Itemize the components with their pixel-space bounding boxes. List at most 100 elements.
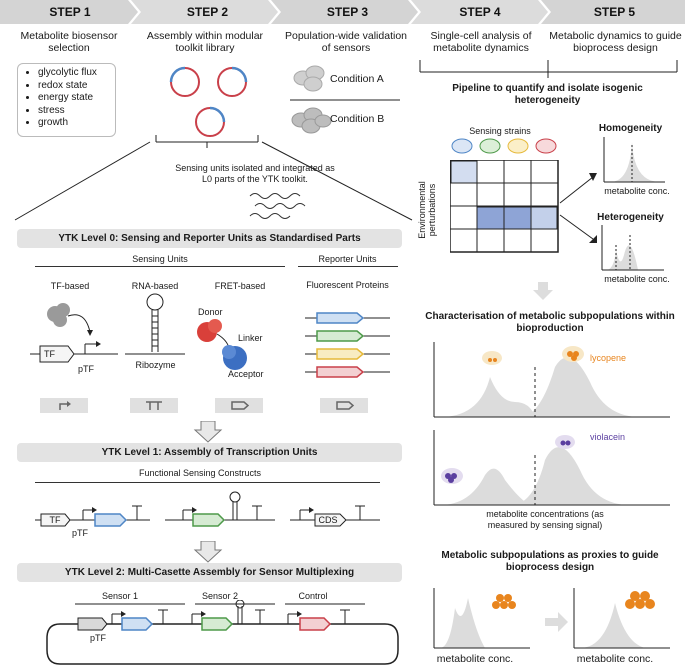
level1-title: YTK Level 1: Assembly of Transcription U… bbox=[17, 443, 402, 462]
sensing-strains-label: Sensing strains bbox=[469, 126, 531, 136]
ribozyme-label: Ribozyme bbox=[135, 360, 176, 370]
donor-label: Donor bbox=[198, 307, 223, 317]
cell-cluster-icon bbox=[291, 107, 332, 134]
control-cassette bbox=[287, 609, 350, 631]
plasmid-icon bbox=[195, 106, 226, 137]
perturbation-grid bbox=[450, 160, 559, 253]
reporter-parts-graphic bbox=[305, 312, 390, 378]
green-reporter-part bbox=[305, 330, 390, 342]
step-3-title: Population-wide validation of sensors bbox=[285, 30, 407, 54]
metabolite-concentrations-axis-label: metabolite concentrations (as measured b… bbox=[486, 509, 604, 530]
proxies-histograms bbox=[433, 588, 670, 649]
reporter-units-header: Reporter Units bbox=[318, 254, 377, 264]
high-violacein-cell-icon bbox=[441, 468, 463, 484]
biosensor-list-box: glycolytic flux redox state energy state… bbox=[17, 63, 116, 137]
step-4-title: Single-cell analysis of metabolite dynam… bbox=[430, 30, 532, 54]
construct-cds bbox=[290, 505, 380, 527]
lycopene-distribution bbox=[433, 342, 670, 418]
sensing-units-header: Sensing Units bbox=[132, 254, 188, 264]
env-perturbations-label: Environmental perturbations bbox=[417, 181, 437, 239]
plasmid-icons bbox=[169, 66, 248, 137]
construct-rna bbox=[165, 491, 275, 527]
funnel-lines bbox=[14, 135, 413, 221]
step-2-label: STEP 2 bbox=[186, 5, 229, 19]
fret-based-label: FRET-based bbox=[214, 281, 266, 291]
high-lycopene-cell-icon bbox=[562, 346, 584, 362]
cell-cluster-icon bbox=[625, 591, 655, 609]
grid-arrows bbox=[559, 173, 597, 243]
protein-icon bbox=[47, 303, 70, 327]
violacein-label: violacein bbox=[590, 432, 626, 442]
step-3-label: STEP 3 bbox=[326, 5, 369, 19]
down-arrow-icon bbox=[533, 282, 553, 300]
metabolite-conc-axis-label: metabolite conc. bbox=[576, 653, 654, 665]
biosensor-list: glycolytic flux redox state energy state… bbox=[18, 67, 115, 130]
level2-title: YTK Level 2: Multi-Casette Assembly for … bbox=[17, 563, 402, 582]
fluorescent-proteins-label: Fluorescent Proteins bbox=[306, 280, 389, 290]
homogeneity-label: Homogeneity bbox=[598, 123, 663, 134]
linker-label: Linker bbox=[238, 333, 263, 343]
red-reporter-part bbox=[305, 366, 390, 378]
sensing-units-note: Sensing units isolated and integrated as… bbox=[175, 163, 335, 184]
sbol-icon-row bbox=[40, 398, 368, 413]
cell-icon-yellow bbox=[507, 138, 529, 154]
yellow-reporter-part bbox=[305, 348, 390, 360]
donor-protein-icon bbox=[197, 319, 222, 342]
tf-based-graphic bbox=[30, 303, 118, 363]
cell-cluster-icon bbox=[293, 65, 325, 92]
list-item: glycolytic flux bbox=[38, 67, 115, 80]
metabolite-conc-axis-label: metabolite conc. bbox=[604, 274, 670, 284]
level1-constructs-graphic bbox=[35, 491, 380, 527]
ptf-label: pTF bbox=[72, 528, 89, 538]
step-1-title: Metabolite biosensor selection bbox=[20, 30, 118, 54]
construct-tf bbox=[35, 505, 150, 527]
rna-based-label: RNA-based bbox=[131, 281, 179, 291]
sensor2-label: Sensor 2 bbox=[201, 591, 239, 601]
plasmid-icon bbox=[169, 66, 200, 97]
conditions-graphic bbox=[290, 65, 400, 134]
step-4-label: STEP 4 bbox=[459, 5, 501, 19]
step-5-title: Metabolic dynamics to guide bioprocess d… bbox=[549, 30, 682, 54]
sensor2-cassette bbox=[191, 600, 265, 631]
homogeneity-histogram bbox=[603, 137, 665, 183]
sensor1-cassette bbox=[77, 609, 168, 631]
blue-reporter-part bbox=[305, 312, 390, 324]
divider bbox=[298, 266, 398, 267]
tf-part-label: TF bbox=[49, 515, 61, 525]
cell-icon-green bbox=[479, 138, 501, 154]
subpop-title: Characterisation of metabolic subpopulat… bbox=[425, 311, 675, 334]
step-2-title: Assembly within modular toolkit library bbox=[146, 30, 264, 54]
right-arrow-icon bbox=[545, 612, 568, 632]
divider bbox=[35, 482, 380, 483]
cell-icon-red bbox=[535, 138, 557, 154]
sensing-strains-cells bbox=[451, 138, 557, 154]
proxies-histogram-before bbox=[433, 588, 530, 649]
fret-graphic bbox=[197, 319, 247, 370]
lycopene-label: lycopene bbox=[590, 353, 627, 363]
ribozyme-graphic bbox=[125, 293, 185, 355]
plasmid-icon bbox=[217, 66, 248, 97]
cell-icon-blue bbox=[451, 138, 473, 154]
proxies-histogram-after bbox=[573, 588, 670, 649]
low-violacein-cell-icon bbox=[555, 435, 575, 449]
divider bbox=[35, 266, 285, 267]
control-label: Control bbox=[298, 591, 328, 601]
env-perturbations-label-wrap: Environmental perturbations bbox=[405, 170, 445, 250]
metabolite-conc-axis-label: metabolite conc. bbox=[604, 186, 670, 196]
step-bar bbox=[0, 0, 685, 24]
condition-b-label: Condition B bbox=[330, 113, 385, 125]
list-item: energy state bbox=[38, 92, 115, 105]
down-arrow-icon bbox=[193, 421, 223, 443]
cds-part-label: CDS bbox=[318, 515, 338, 525]
steps45-bracket bbox=[419, 60, 678, 78]
level2-plasmid-graphic bbox=[46, 600, 399, 665]
ptf-label: pTF bbox=[90, 633, 107, 643]
violacein-distribution bbox=[433, 430, 670, 506]
level0-title: YTK Level 0: Sensing and Reporter Units … bbox=[17, 229, 402, 248]
cell-cluster-icon bbox=[492, 594, 516, 609]
ptf-label: pTF bbox=[78, 364, 95, 374]
pipeline-title: Pipeline to quantify and isolate isogeni… bbox=[452, 83, 643, 106]
acceptor-label: Acceptor bbox=[228, 369, 264, 379]
heterogeneity-label: Heterogeneity bbox=[597, 212, 664, 223]
sensor1-label: Sensor 1 bbox=[101, 591, 139, 601]
